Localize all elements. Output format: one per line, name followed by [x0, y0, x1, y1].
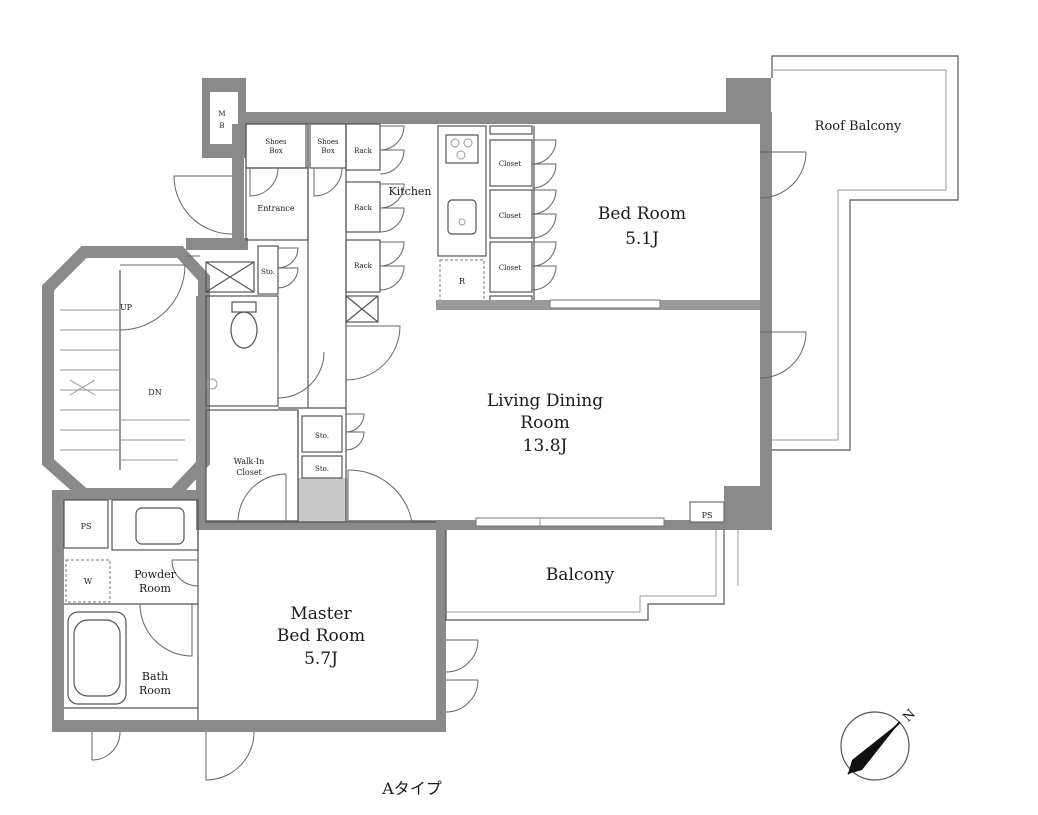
- living-size: 13.8J: [523, 436, 568, 456]
- interior-walls: [63, 123, 760, 720]
- balconies: [445, 55, 959, 621]
- rack-2-label: Rack: [354, 204, 373, 212]
- powder-label-1: Powder: [134, 568, 177, 581]
- ps-label-2: PS: [702, 511, 713, 520]
- stair-down-label: DN: [148, 388, 161, 397]
- door-swings: [91, 125, 807, 781]
- bath-label-2: Room: [139, 684, 172, 697]
- mb-label-top: M: [218, 110, 225, 118]
- roof-balcony-label: Roof Balcony: [815, 119, 902, 134]
- master-label-2: Bed Room: [277, 626, 365, 646]
- compass-north-label: N: [900, 707, 919, 726]
- powder-label-2: Room: [139, 582, 172, 595]
- washer-label: W: [84, 577, 93, 586]
- rack-1-label: Rack: [354, 147, 373, 155]
- walkin-label-2: Closet: [236, 468, 262, 477]
- room-labels: Roof Balcony Bed Room 5.1J Living Dining…: [134, 119, 902, 697]
- living-label-1: Living Dining: [487, 391, 603, 411]
- shoes-box-1-line2: Box: [269, 147, 282, 155]
- refrigerator-label: R: [459, 277, 466, 286]
- stair-well: [42, 246, 210, 500]
- rack-3-label: Rack: [354, 262, 373, 270]
- bath-label-1: Bath: [142, 670, 168, 683]
- storage-3-label: Sto.: [315, 465, 329, 473]
- closet-3-label: Closet: [499, 264, 522, 272]
- master-label-1: Master: [290, 604, 352, 624]
- living-label-2: Room: [520, 413, 569, 433]
- ps-label-1: PS: [81, 522, 92, 531]
- plan-type-caption: Aタイプ: [381, 779, 442, 798]
- fixture-labels: M B Shoes Box Shoes Box Rack Rack Rack C…: [81, 110, 713, 586]
- bed-room-size: 5.1J: [625, 229, 659, 249]
- exterior-walls: [52, 78, 772, 732]
- storage-2-label: Sto.: [315, 432, 329, 440]
- stair-up-label: UP: [120, 303, 133, 312]
- north-compass: N: [840, 707, 919, 781]
- balcony-label: Balcony: [546, 565, 615, 585]
- mb-label-bottom: B: [219, 122, 224, 130]
- shoes-box-1-line1: Shoes: [265, 138, 287, 146]
- bed-room-label: Bed Room: [598, 204, 686, 224]
- closet-1-label: Closet: [499, 160, 522, 168]
- storage-1-label: Sto.: [261, 268, 275, 276]
- shoes-box-2-line1: Shoes: [317, 138, 339, 146]
- master-size: 5.7J: [304, 649, 338, 669]
- kitchen-label: Kitchen: [389, 185, 432, 198]
- entrance-label: Entrance: [257, 204, 294, 213]
- shoes-box-2-line2: Box: [321, 147, 334, 155]
- walkin-label-1: Walk-In: [234, 457, 265, 466]
- closet-2-label: Closet: [499, 212, 522, 220]
